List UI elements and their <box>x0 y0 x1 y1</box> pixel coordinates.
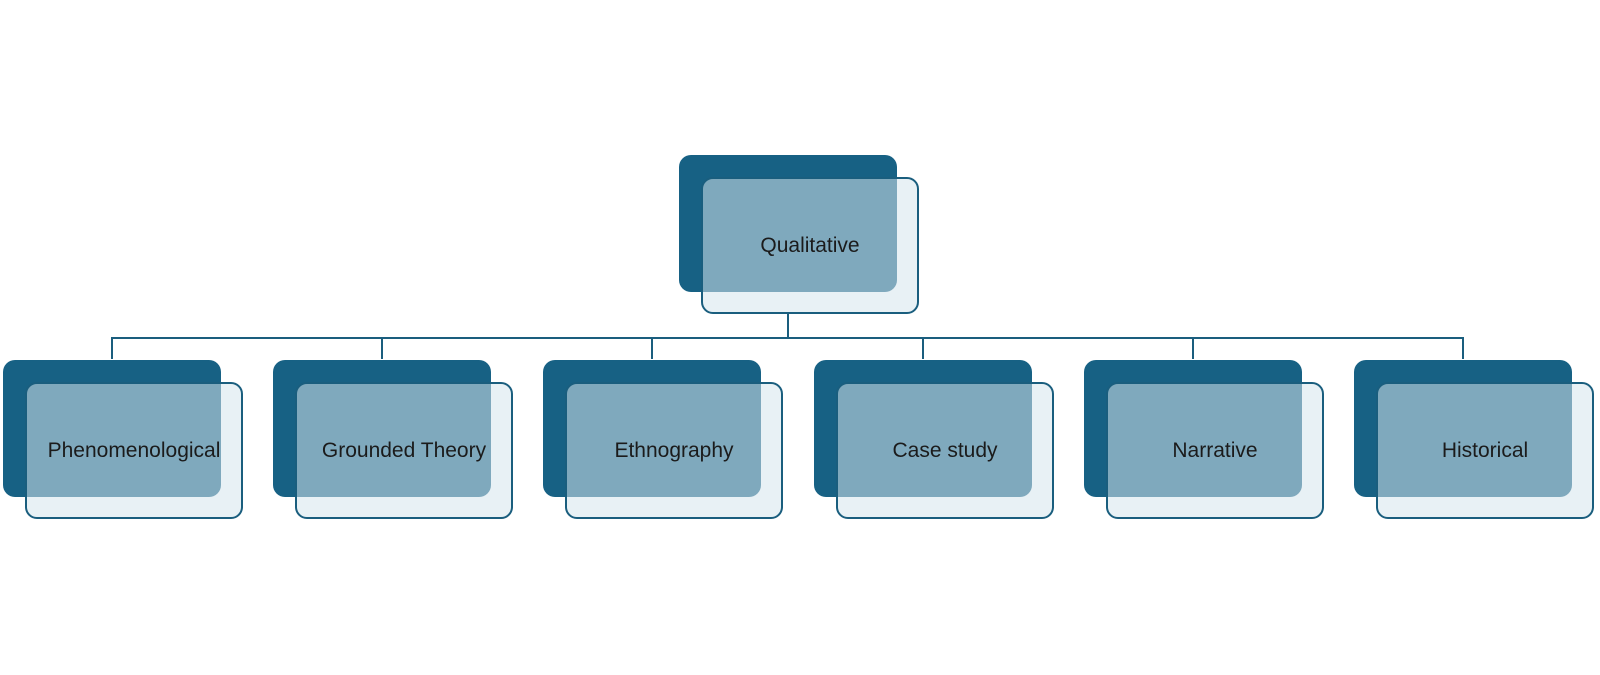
child-node-grounded-theory[interactable]: Grounded Theory <box>273 360 515 522</box>
child-node-front-card: Case study <box>836 382 1054 519</box>
child-node-label: Phenomenological <box>47 438 221 462</box>
child-node-ethnography[interactable]: Ethnography <box>543 360 785 522</box>
child-node-front-card: Historical <box>1376 382 1594 519</box>
child-node-phenomenological[interactable]: Phenomenological <box>3 360 245 522</box>
child-node-label: Case study <box>892 438 998 462</box>
child-node-label: Grounded Theory <box>321 438 487 462</box>
child-node-front-card: Ethnography <box>565 382 783 519</box>
child-node-label: Historical <box>1441 438 1529 462</box>
child-node-front-card: Narrative <box>1106 382 1324 519</box>
child-node-label: Ethnography <box>614 438 734 462</box>
child-node-narrative[interactable]: Narrative <box>1084 360 1326 522</box>
child-node-case-study[interactable]: Case study <box>814 360 1056 522</box>
root-node-label: Qualitative <box>760 233 860 257</box>
child-node-front-card: Phenomenological <box>25 382 243 519</box>
child-node-front-card: Grounded Theory <box>295 382 513 519</box>
child-node-label: Narrative <box>1172 438 1258 462</box>
root-node[interactable]: Qualitative <box>679 155 921 317</box>
root-node-front-card: Qualitative <box>701 177 919 314</box>
child-node-historical[interactable]: Historical <box>1354 360 1596 522</box>
